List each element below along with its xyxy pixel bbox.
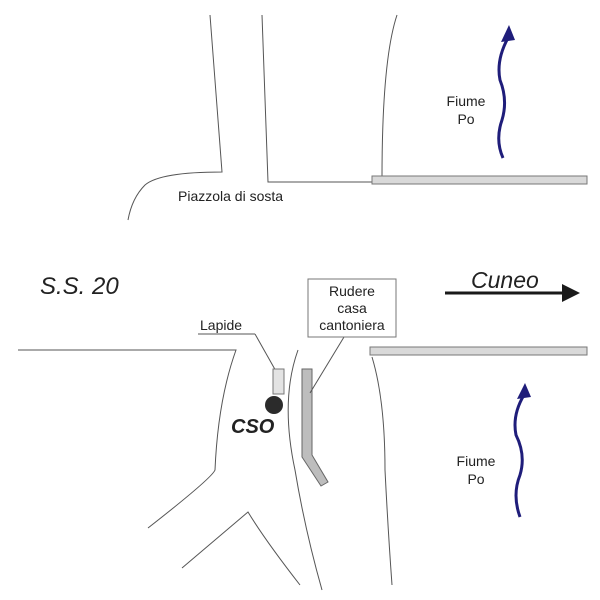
- river-arrow-head-top: [501, 25, 515, 42]
- path-lower-left: [181, 511, 301, 586]
- ruin-house: [301, 368, 329, 487]
- plaque-label: Lapide: [200, 317, 242, 333]
- river-arrow-bottom: [513, 394, 526, 518]
- road-lower-edge: [18, 349, 237, 529]
- river-bottom-label: Fiume: [457, 453, 496, 469]
- river-top-label: Fiume: [447, 93, 486, 109]
- ruin-label-box: [307, 278, 397, 338]
- river-arrow-head-bottom: [517, 383, 531, 399]
- ruin-label-1: Rudere: [329, 283, 375, 299]
- direction-arrow-head: [562, 284, 580, 302]
- bank-curve-middle: [287, 349, 323, 591]
- ruin-label-3: cantoniera: [319, 317, 385, 333]
- cso-marker: [265, 396, 283, 414]
- ruin-label-2: casa: [337, 300, 367, 316]
- parking-label: Piazzola di sosta: [178, 188, 283, 204]
- riverbank-bottom: [371, 356, 393, 586]
- riverbank-top: [381, 14, 398, 179]
- road-label: S.S. 20: [40, 273, 119, 300]
- guardrail-top: [371, 175, 588, 185]
- river-bottom-label-2: Po: [467, 471, 484, 487]
- side-road-left-edge: [127, 14, 223, 221]
- plaque-leader: [254, 333, 278, 374]
- ruin-leader: [309, 336, 345, 394]
- side-road-right-edge: [261, 14, 372, 183]
- river-top-label-2: Po: [457, 111, 474, 127]
- direction-label: Cuneo: [471, 267, 539, 293]
- river-arrow-top: [497, 37, 510, 159]
- plaque: [272, 368, 285, 395]
- guardrail-bottom: [369, 346, 588, 356]
- cso-label: CSO: [231, 416, 275, 438]
